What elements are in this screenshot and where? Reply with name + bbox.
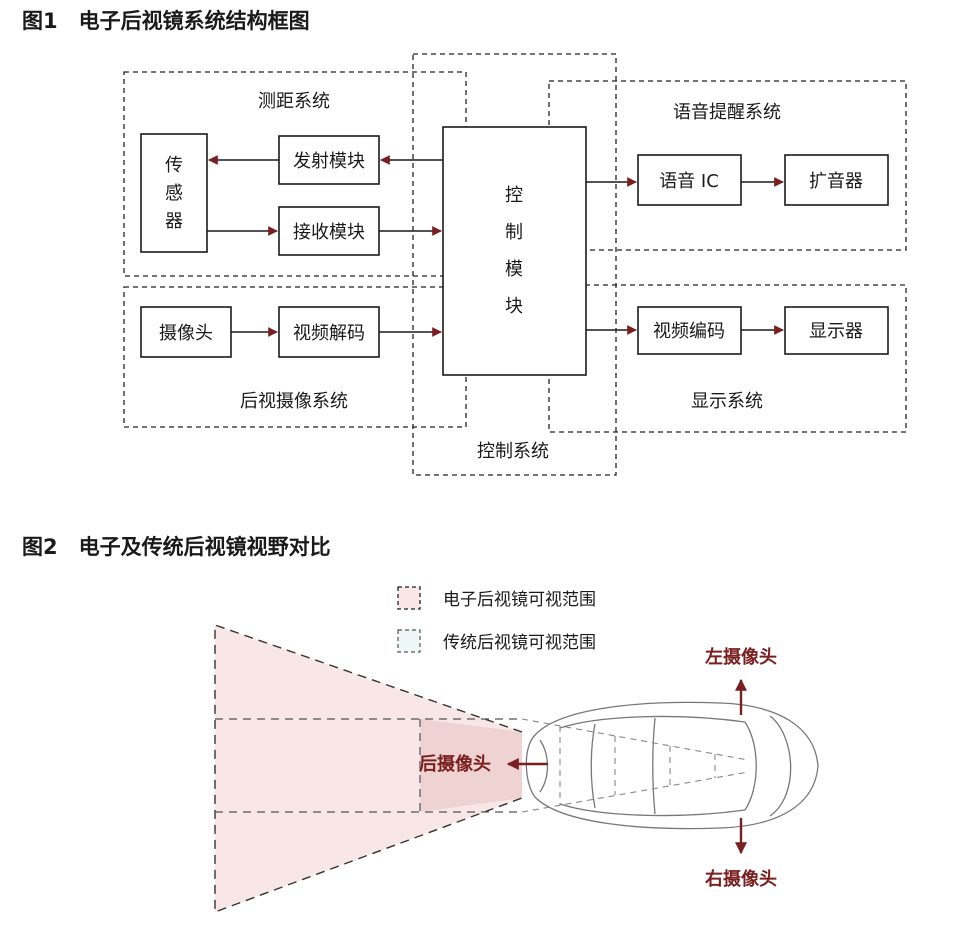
control-module-label-2: 制 xyxy=(505,222,523,243)
legend-traditional-label: 传统后视镜可视范围 xyxy=(443,633,596,653)
legend-electronic-swatch xyxy=(397,586,421,610)
video-decode-label: 视频解码 xyxy=(293,323,365,344)
ranging-system-label: 测距系统 xyxy=(258,91,330,112)
video-encode-label: 视频编码 xyxy=(653,321,725,342)
display-system-label: 显示系统 xyxy=(691,391,763,412)
amplifier-label: 扩音器 xyxy=(809,171,863,192)
control-module-label-3: 模 xyxy=(505,259,523,280)
sensor-label-1: 传 xyxy=(165,155,183,176)
left-camera-label: 左摄像头 xyxy=(705,646,777,668)
display-label: 显示器 xyxy=(809,321,863,342)
receiver-label: 接收模块 xyxy=(293,222,365,243)
legend-electronic-label: 电子后视镜可视范围 xyxy=(443,590,596,610)
control-module-label-4: 块 xyxy=(505,296,523,317)
electronic-view-area xyxy=(215,625,522,912)
car-top-view xyxy=(525,701,819,830)
transmitter-label: 发射模块 xyxy=(293,151,365,172)
voice-ic-box xyxy=(637,154,742,206)
figure1-title: 图1 电子后视镜系统结构框图 xyxy=(22,9,310,33)
sensor-box xyxy=(140,133,208,253)
amplifier-box xyxy=(784,154,889,206)
rear-camera-label: 后摄像头 xyxy=(419,753,491,775)
rear-camera-system-label: 后视摄像系统 xyxy=(240,391,348,412)
control-system-label: 控制系统 xyxy=(477,441,549,462)
voice-system-label: 语音提醒系统 xyxy=(673,102,781,123)
figure2-title: 图2 电子及传统后视镜视野对比 xyxy=(22,535,331,559)
voice-ic-label: 语音 IC xyxy=(659,171,719,192)
control-system-group xyxy=(412,53,617,476)
sensor-label-2: 感 xyxy=(165,183,183,204)
sensor-label-3: 器 xyxy=(165,211,183,232)
rear-camera-view-shade xyxy=(420,719,522,812)
camera-label: 摄像头 xyxy=(159,323,213,344)
traditional-view-inner-bottom xyxy=(521,771,749,813)
display-box xyxy=(784,306,889,355)
receiver-box xyxy=(278,206,380,256)
traditional-view-inner-top xyxy=(521,718,749,761)
video-encode-box xyxy=(637,306,742,355)
control-module-label-1: 控 xyxy=(505,185,523,206)
control-module-box xyxy=(442,126,587,376)
right-camera-label: 右摄像头 xyxy=(705,868,777,890)
electronic-view-outline xyxy=(214,624,523,914)
legend-traditional-swatch xyxy=(397,629,421,653)
rear-camera-system-group xyxy=(123,286,467,428)
